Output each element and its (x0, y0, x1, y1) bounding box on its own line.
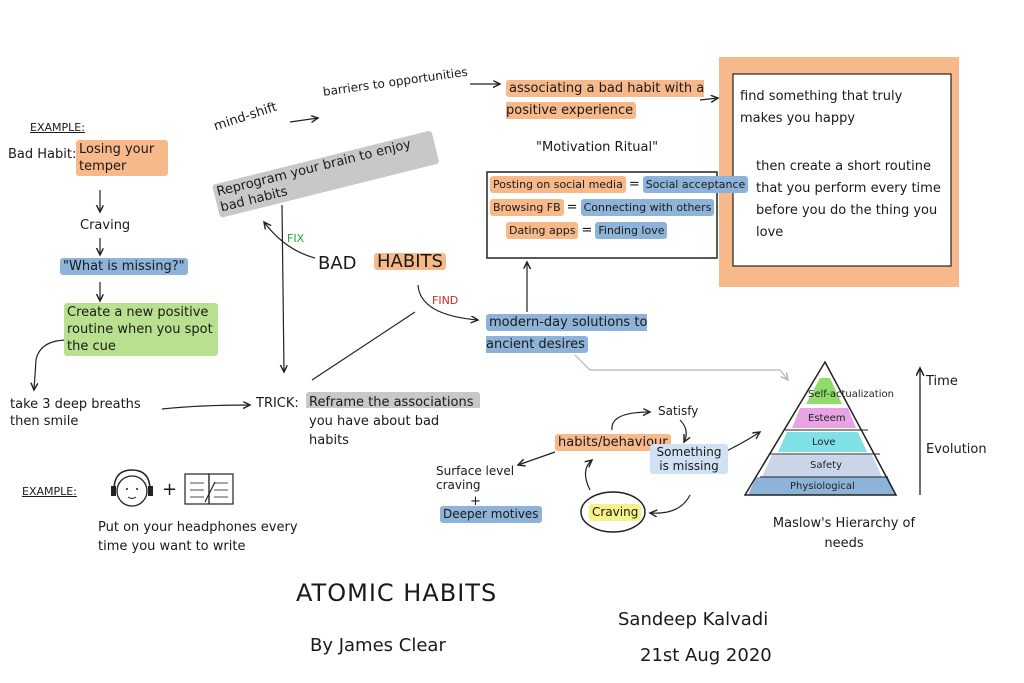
examples-row: Posting on social media = Social accepta… (490, 176, 749, 193)
arrow-routine-to-breaths (34, 339, 69, 390)
associating-span: associating a bad habit with a positive … (506, 80, 705, 119)
notebook-icon (184, 473, 234, 505)
orange-box-line1: find something that truly makes you happ… (740, 89, 903, 126)
deeper-motives: Deeper motives (440, 506, 542, 523)
bad-habit-value: Losing your temper (76, 140, 168, 176)
row-eq: = (581, 223, 593, 238)
associating-text: associating a bad habit with a positive … (506, 78, 706, 122)
motivation-ritual: "Motivation Ritual" (536, 140, 659, 155)
modern-span: modern-day solutions to ancient desires (486, 314, 648, 353)
row-eq: = (628, 177, 640, 192)
pyramid-level-self (806, 378, 842, 404)
signer-name: Sandeep Kalvadi (618, 609, 769, 630)
pyramid-level-esteem (792, 408, 856, 428)
example-label: EXAMPLE: (30, 121, 85, 134)
arrow-habits-to-surface (518, 451, 556, 465)
take-deep-breaths: take 3 deep breaths then smile (10, 397, 141, 429)
examples-row: Browsing FB = Connecting with others (490, 199, 716, 216)
arrow-missing-to-craving (650, 494, 691, 513)
pyramid-outline (743, 360, 898, 496)
signed-date: 21st Aug 2020 (640, 645, 772, 666)
arrow-badhabits-to-modern (417, 284, 478, 320)
bad-text: BAD (318, 253, 357, 274)
time-label: Time (926, 374, 958, 389)
headphones-face-icon (111, 469, 153, 507)
row-left: Browsing FB (490, 199, 564, 216)
habits-behaviour: habits/behaviour (555, 434, 671, 451)
surface-craving: Surface level craving (436, 464, 515, 492)
book-title: ATOMIC HABITS (296, 579, 498, 607)
row-left: Posting on social media (490, 176, 626, 193)
orange-box-line2: then create a short routine that you per… (756, 159, 941, 240)
example2-label: EXAMPLE: (22, 485, 77, 498)
arrow-reprogram-to-trick (282, 204, 284, 372)
pyramid-label-esteem: Esteem (808, 413, 846, 424)
arrow-associating-to-find (699, 98, 718, 100)
find-label: FIND (432, 294, 459, 307)
row-right: Connecting with others (580, 199, 715, 216)
headphones-caption: Put on your headphones every time you wa… (98, 520, 298, 554)
maslow-pyramid (743, 360, 898, 496)
pyramid-label-love: Love (812, 437, 836, 448)
maslow-caption: Maslow's Hierarchy of needs (772, 516, 916, 551)
arrow-breaths-to-trick (161, 405, 250, 410)
examples-box: Posting on social media = Social accepta… (490, 176, 749, 239)
cycle-plus: + (470, 494, 481, 509)
arrow-badhabits-to-trick (311, 311, 416, 381)
fix-label: FIX (287, 232, 305, 245)
plus-sign: + (162, 479, 178, 500)
pyramid-level-safety (762, 455, 882, 477)
arrow-modern-to-pyramid (574, 354, 788, 380)
book-author: By James Clear (310, 635, 446, 656)
arrow-badhabits-to-reprogram (264, 222, 316, 259)
pyramid-label-self: Self-actualization (808, 389, 894, 400)
row-right: Finding love (595, 222, 668, 239)
row-left: Dating apps (506, 222, 579, 239)
arrow-mindshift-to-barriers (289, 118, 318, 122)
orange-note-inner (732, 73, 952, 267)
examples-box-border (486, 171, 718, 259)
modern-solutions: modern-day solutions to ancient desires (486, 312, 686, 356)
row-right: Social acceptance (642, 176, 749, 193)
trick-label: TRICK: (256, 396, 299, 411)
pyramid-label-safety: Safety (810, 460, 842, 471)
bad-habit-label: Bad Habit: (8, 147, 77, 162)
pyramid-label-physiological: Physiological (790, 481, 855, 492)
create-routine: Create a new positive routine when you s… (64, 303, 218, 356)
arrow-craving-to-habits (585, 460, 592, 491)
arrow-habits-to-satisfy (611, 412, 650, 431)
examples-row: Dating apps = Finding love (506, 222, 716, 239)
something-missing: Something is missing (650, 444, 728, 474)
what-is-missing: "What is missing?" (60, 258, 188, 275)
reframe-associations: Reframe the associations you have about … (306, 392, 480, 451)
pyramid-level-love (778, 432, 867, 452)
craving-cycle: Craving (589, 504, 642, 521)
craving-text: Craving (80, 218, 131, 233)
arrow-satisfy-to-missing (679, 419, 686, 442)
habits-text: HABITS (374, 253, 446, 271)
craving-oval (580, 491, 646, 533)
pyramid-level-physiological (748, 477, 896, 495)
satisfy-text: Satisfy (658, 404, 699, 418)
row-eq: = (566, 200, 578, 215)
evolution-label: Evolution (926, 442, 987, 457)
